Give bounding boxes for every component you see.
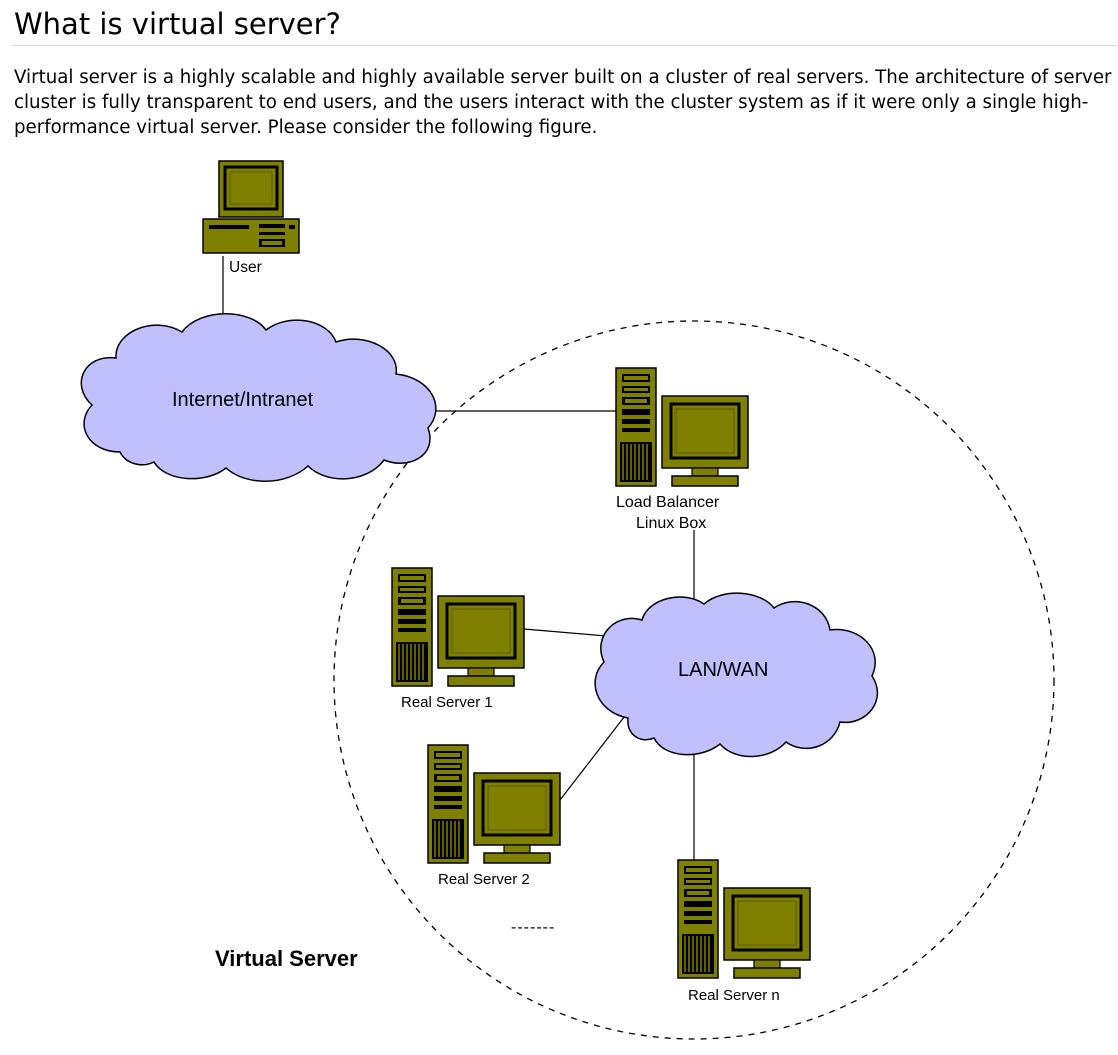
virtual-server-figure: User Internet/Intranet Load Balancer Lin… xyxy=(0,150,1118,1050)
real-server-n-icon xyxy=(676,858,812,980)
title-divider xyxy=(12,45,1116,46)
real-server-2-icon xyxy=(426,743,562,865)
virtual-server-boundary xyxy=(333,320,1055,1040)
load-balancer-label: Load Balancer xyxy=(616,494,720,511)
user-label: User xyxy=(229,259,262,276)
real-server-1-label: Real Server 1 xyxy=(401,694,493,711)
lan-wan-cloud xyxy=(594,592,879,758)
real-server-2-label: Real Server 2 xyxy=(438,871,530,888)
internet-cloud xyxy=(80,313,437,482)
real-server-n-label: Real Server n xyxy=(688,987,780,1004)
more-servers-ellipsis: ------- xyxy=(511,919,555,936)
architecture-diagram: User Internet/Intranet Load Balancer Lin… xyxy=(80,159,1055,1040)
virtual-server-label: Virtual Server xyxy=(215,946,358,971)
load-balancer-server-icon xyxy=(614,366,750,488)
user-desktop-icon xyxy=(201,159,301,255)
internet-label: Internet/Intranet xyxy=(172,389,314,411)
real-server-1-icon xyxy=(390,566,526,688)
intro-paragraph: Virtual server is a highly scalable and … xyxy=(14,67,1112,138)
linux-box-label: Linux Box xyxy=(636,515,706,532)
lan-wan-label: LAN/WAN xyxy=(678,659,768,681)
page-title: What is virtual server? xyxy=(14,7,341,41)
